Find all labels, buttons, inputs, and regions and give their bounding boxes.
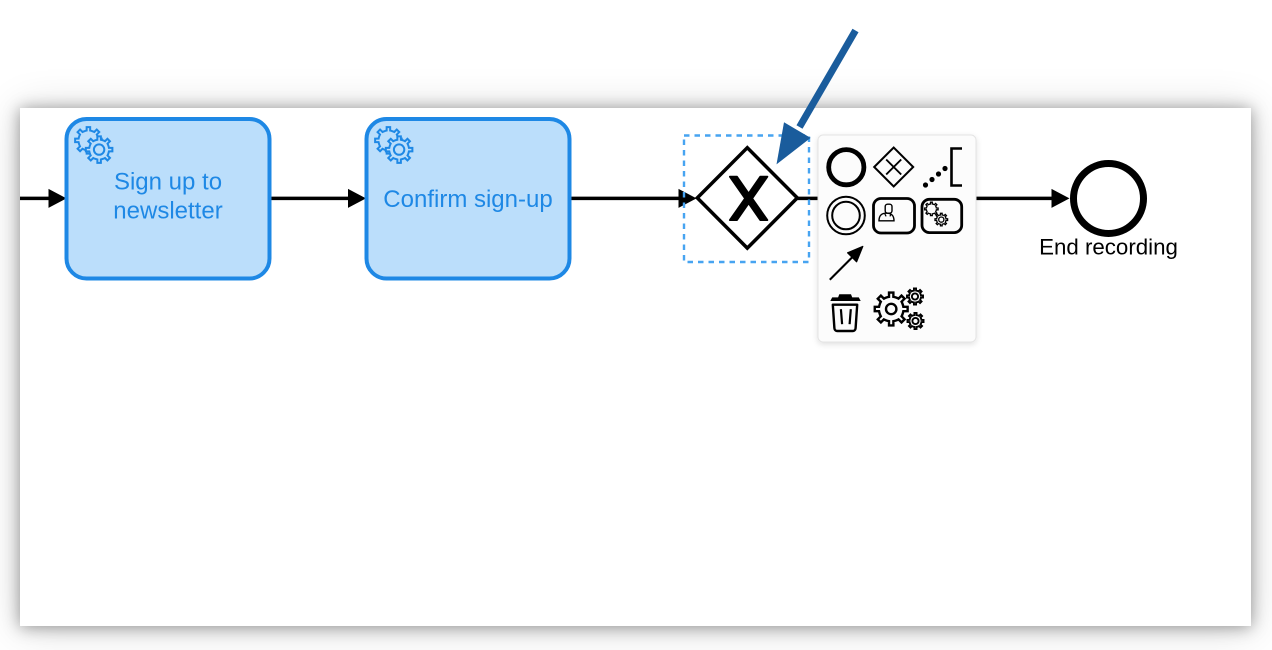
svg-text:Confirm sign-up: Confirm sign-up <box>383 186 552 213</box>
svg-text:Sign up to: Sign up to <box>114 169 222 196</box>
svg-text:newsletter: newsletter <box>113 198 222 225</box>
svg-text:End recording: End recording <box>1039 235 1178 260</box>
